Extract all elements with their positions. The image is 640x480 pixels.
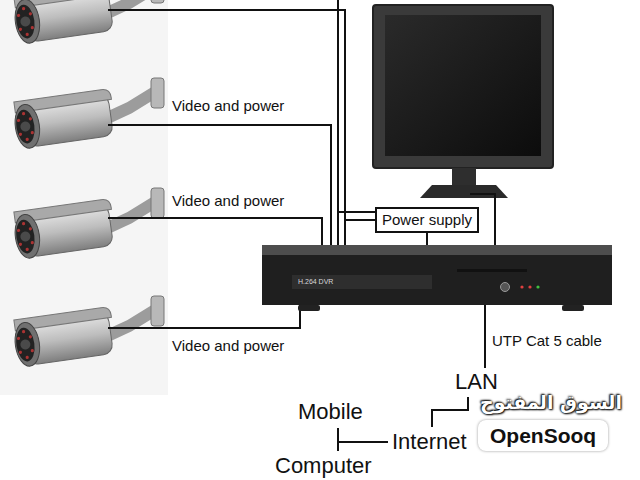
camera [12,296,164,368]
dvr-panel [262,245,612,305]
box-label: Power supply [382,211,472,229]
power-supply-box: Power supply [375,207,479,233]
camera [12,0,164,45]
device-label: H.264 DVR [298,278,333,286]
network-label: Internet [392,430,467,454]
wire-label: Video and power [172,338,284,355]
cable-label: UTP Cat 5 cable [492,333,602,350]
power-wire [426,233,428,245]
camera [12,78,164,150]
network-label: Mobile [298,400,363,424]
watermark: OpenSooq [478,420,608,451]
dvr-feet [298,305,584,311]
network-label: Computer [275,454,372,478]
dvr-box: H.264 DVR [262,245,612,305]
network-label: LAN [455,370,498,394]
wall [0,0,168,395]
camera [12,188,164,260]
wire-label: Video and power [172,193,284,210]
watermark: السوق المفتوح [480,392,622,413]
wire-label: Video and power [172,98,284,115]
monitor [373,5,553,198]
